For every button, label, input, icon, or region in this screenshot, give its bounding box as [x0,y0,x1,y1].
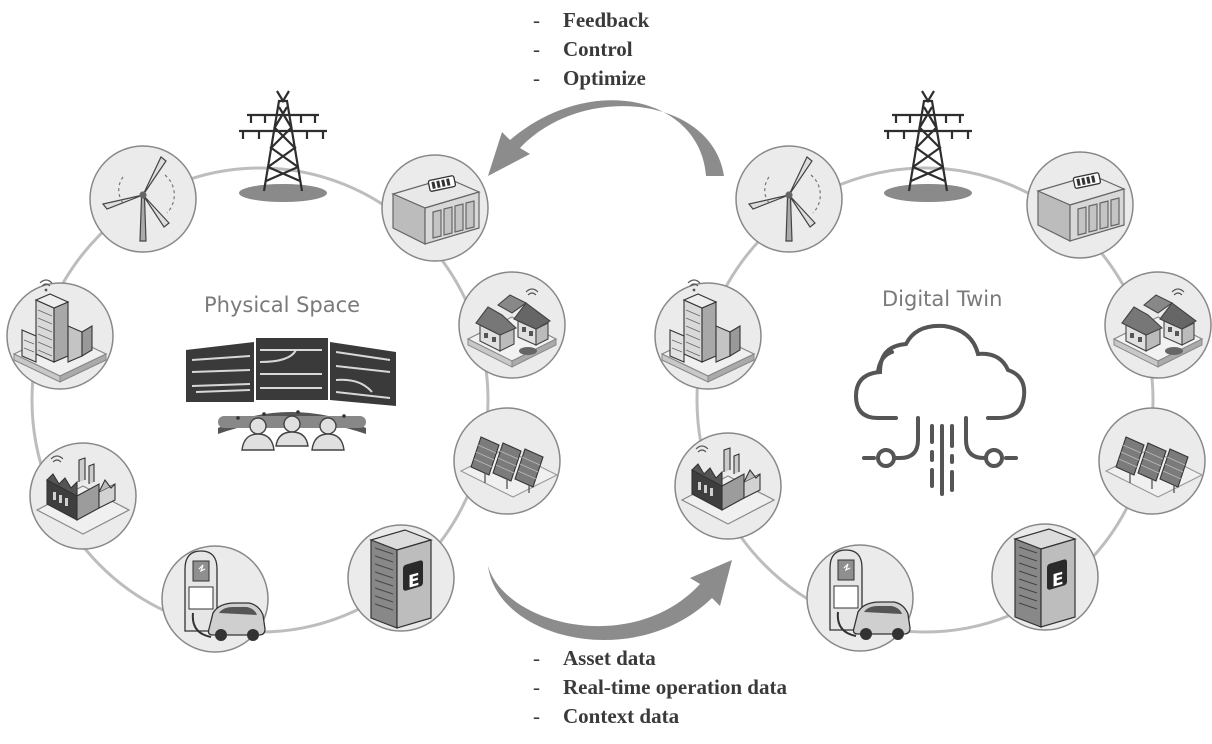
feedback-arrow [488,100,724,176]
feedback-list: -Feedback -Control -Optimize [533,6,649,93]
asset-data-item: -Asset data [533,646,656,670]
optimize-item: -Optimize [533,66,646,90]
factory-node [674,432,782,540]
energy-cabinet-node [991,523,1099,631]
smart-building-node [654,279,762,390]
wind-turbine-node [735,145,843,253]
battery-storage-node [381,154,489,262]
digital-twin-nodes [654,89,1212,652]
houses-node [458,271,566,379]
transmission-tower-icon [882,89,974,204]
physical-space-title: Physical Space [204,293,361,317]
cloud-icon [853,323,1027,496]
solar-panels-node [1098,407,1206,515]
houses-node [1104,271,1212,379]
ev-charger-node [806,544,914,652]
digital-twin-title: Digital Twin [882,287,1003,311]
factory-node [29,442,137,550]
smart-building-node [6,279,114,390]
feedback-item: -Feedback [533,8,650,32]
physical-space-nodes [6,89,566,653]
realtime-data-item: -Real-time operation data [533,675,787,699]
data-flow-arrow [488,560,732,641]
solar-panels-node [453,407,561,515]
context-data-item: -Context data [533,704,680,728]
digital-twin-ring [695,166,1155,634]
transmission-tower-icon [237,89,329,204]
control-room-icon [186,338,396,451]
wind-turbine-node [89,145,197,253]
data-list: -Asset data -Real-time operation data -C… [533,644,787,731]
energy-cabinet-icon [1014,528,1076,628]
battery-storage-node [1026,151,1134,259]
energy-cabinet-icon [370,529,432,629]
control-item: -Control [533,37,633,61]
energy-cabinet-node [347,524,455,632]
ev-charger-node [161,545,269,653]
